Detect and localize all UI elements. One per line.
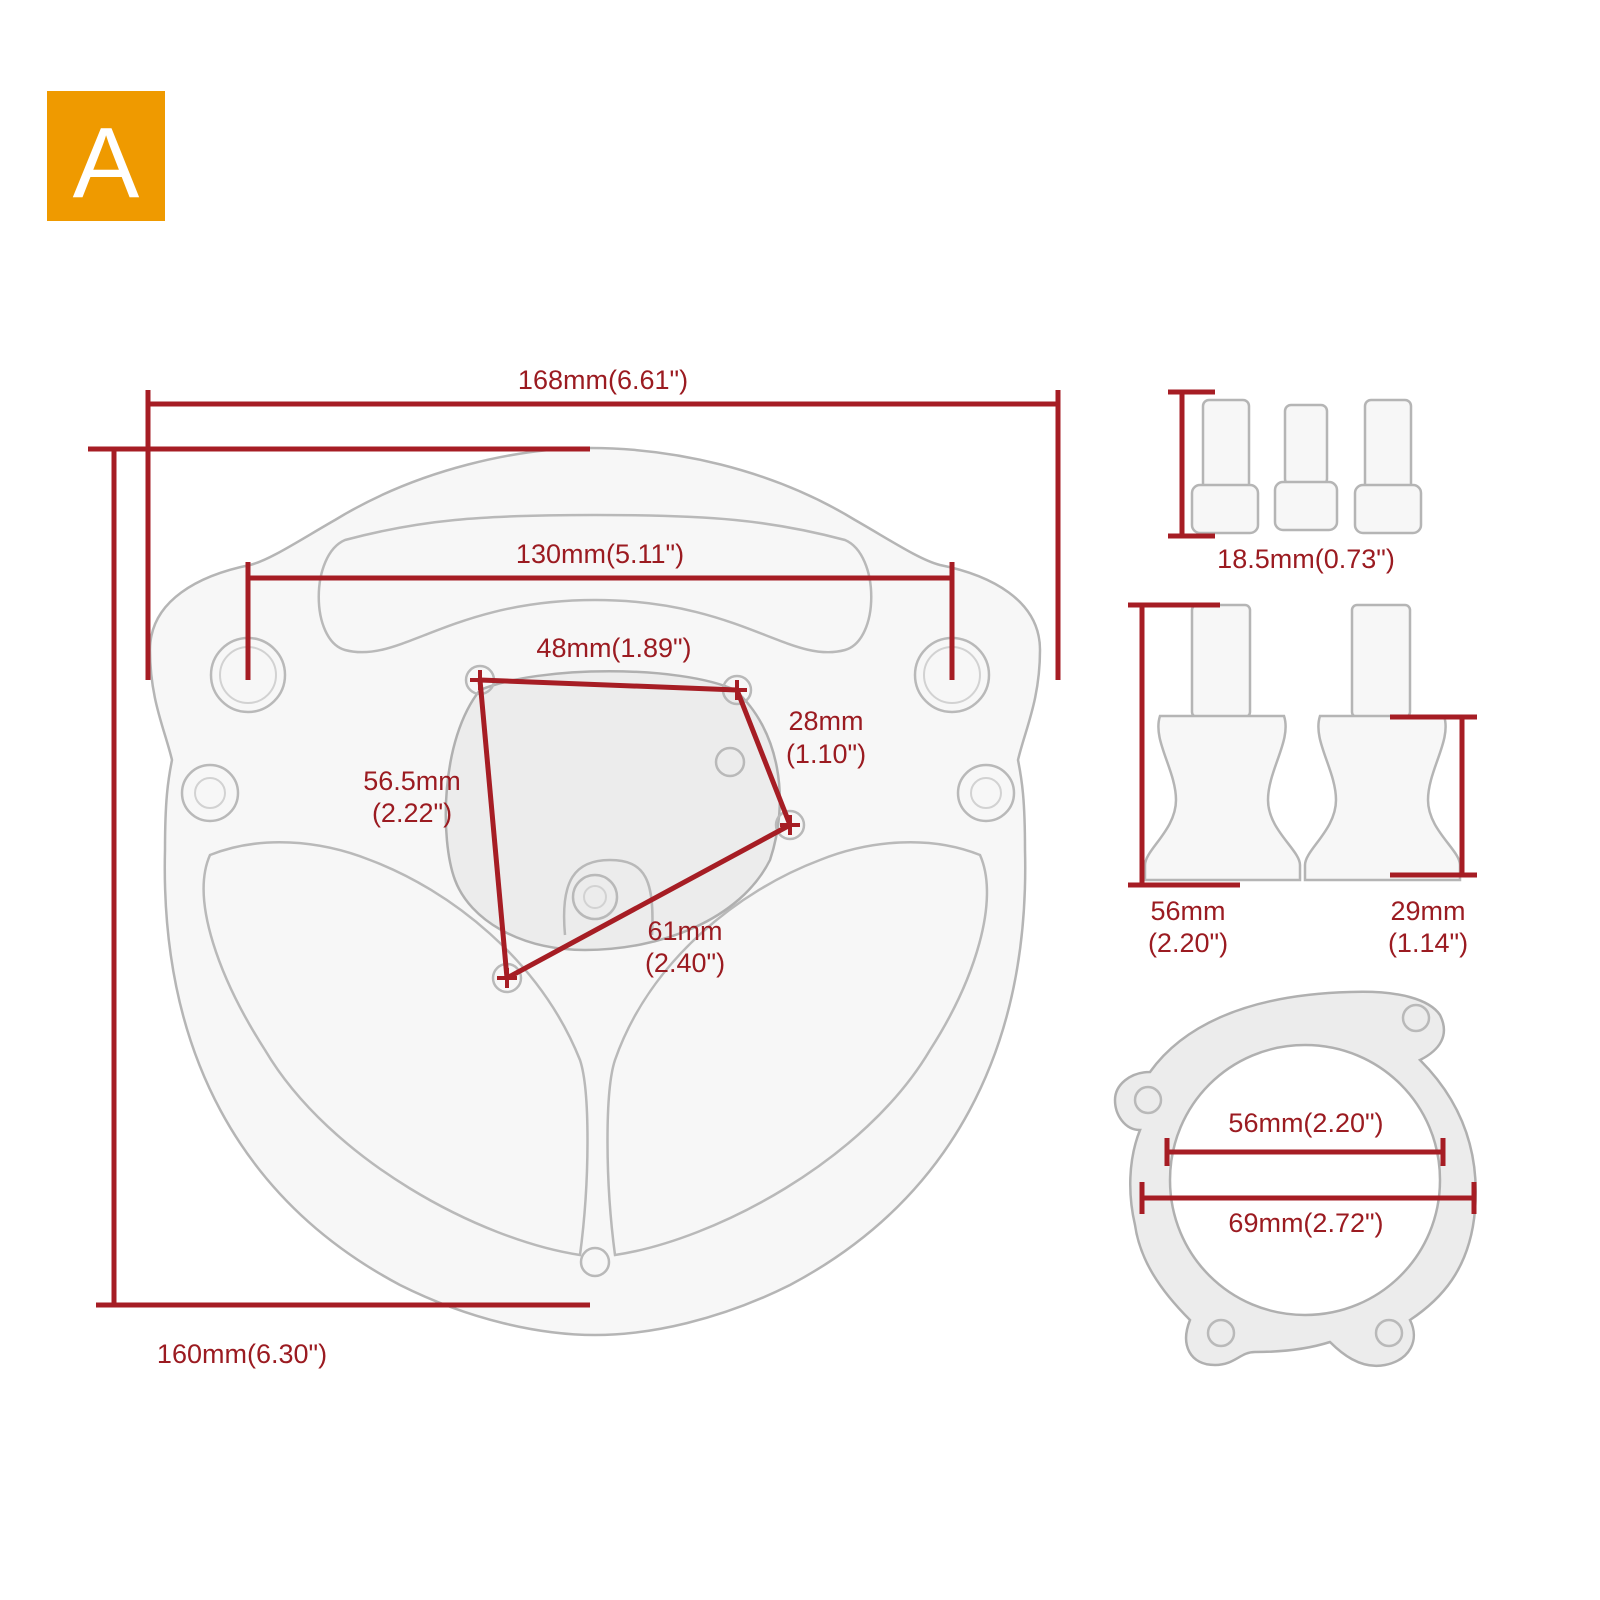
hole-pattern-top-line — [479, 677, 738, 693]
standoff-1-thread — [1190, 603, 1252, 719]
mount-span-label: 130mm(5.11") — [516, 539, 684, 569]
gasket-outer-label: 69mm(2.72") — [1228, 1208, 1383, 1238]
side-screw-right — [956, 763, 1016, 823]
backplate-dimensions: 168mm(6.61") 160mm(6.30") 130mm(5.11") 4… — [88, 365, 1061, 1369]
intake-hole-4 — [774, 809, 806, 841]
gasket-hole-2 — [1133, 1085, 1163, 1115]
standoff-total-in-label: (2.20") — [1148, 928, 1228, 958]
bolt-1-head — [1190, 483, 1260, 535]
bolt-3 — [1353, 398, 1423, 535]
bolt-2 — [1273, 403, 1339, 532]
standoff-body-mm-label: 29mm — [1390, 896, 1465, 926]
gasket-group: 56mm(2.20") 69mm(2.72") — [1113, 990, 1477, 1368]
standoff-total-mm-label: 56mm — [1150, 896, 1225, 926]
lower-left-panel — [202, 841, 589, 1257]
drain-screw — [579, 1246, 611, 1278]
gasket-hole-4 — [1374, 1318, 1404, 1348]
hole-pattern-markers — [470, 670, 800, 988]
gasket-outline — [1113, 990, 1477, 1368]
bolt-3-head — [1353, 483, 1423, 535]
center-bolt — [571, 873, 619, 921]
standoff-1-body — [1143, 714, 1302, 882]
section-badge: A — [47, 91, 165, 221]
side-screw-left-head — [194, 777, 226, 809]
bolts-group: 18.5mm(0.73") — [1168, 389, 1423, 574]
hole-pattern-right-line — [734, 689, 793, 826]
hole-c-in-label: (2.22") — [372, 798, 452, 828]
bolt-2-head — [1273, 480, 1339, 532]
hole-c-mm-label: 56.5mm — [363, 766, 461, 796]
air-cleaner-backplate — [148, 446, 1042, 1337]
gasket-hole-1 — [1401, 1003, 1431, 1033]
side-screw-right-head — [970, 777, 1002, 809]
bolt-2-thread — [1283, 403, 1329, 487]
side-screw-left — [180, 763, 240, 823]
center-intake-plate — [444, 670, 781, 952]
gasket-hole-3 — [1206, 1318, 1236, 1348]
overall-width-label: 168mm(6.61") — [518, 365, 688, 395]
hole-a-label: 48mm(1.89") — [536, 633, 691, 663]
hole-d-mm-label: 61mm — [647, 916, 722, 946]
intake-hole-3 — [714, 746, 746, 778]
standoff-2-body — [1303, 714, 1462, 882]
standoff-body-in-label: (1.14") — [1388, 928, 1468, 958]
overall-height-label: 160mm(6.30") — [157, 1339, 327, 1369]
standoff-2-thread — [1350, 603, 1412, 719]
badge-letter: A — [73, 107, 140, 219]
center-bolt-head — [583, 885, 607, 909]
standoff-2 — [1303, 603, 1462, 882]
center-intake-cutout — [562, 858, 654, 936]
hole-b-in-label: (1.10") — [786, 739, 866, 769]
bolt-3-thread — [1363, 398, 1413, 492]
hole-pattern-bottom-line — [505, 822, 792, 981]
bolt-length-label: 18.5mm(0.73") — [1217, 544, 1395, 574]
standoff-1 — [1143, 603, 1302, 882]
bolt-1-thread — [1201, 398, 1251, 492]
top-slot — [317, 513, 873, 654]
lower-right-panel — [606, 841, 989, 1257]
hole-b-mm-label: 28mm — [788, 706, 863, 736]
badge-background — [47, 91, 165, 221]
gasket-inner-label: 56mm(2.20") — [1228, 1108, 1383, 1138]
bolt-1 — [1190, 398, 1260, 535]
hole-pattern-left-line — [477, 679, 510, 979]
standoffs-group: 56mm (2.20") 29mm (1.14") — [1128, 602, 1477, 958]
hole-d-in-label: (2.40") — [645, 948, 725, 978]
